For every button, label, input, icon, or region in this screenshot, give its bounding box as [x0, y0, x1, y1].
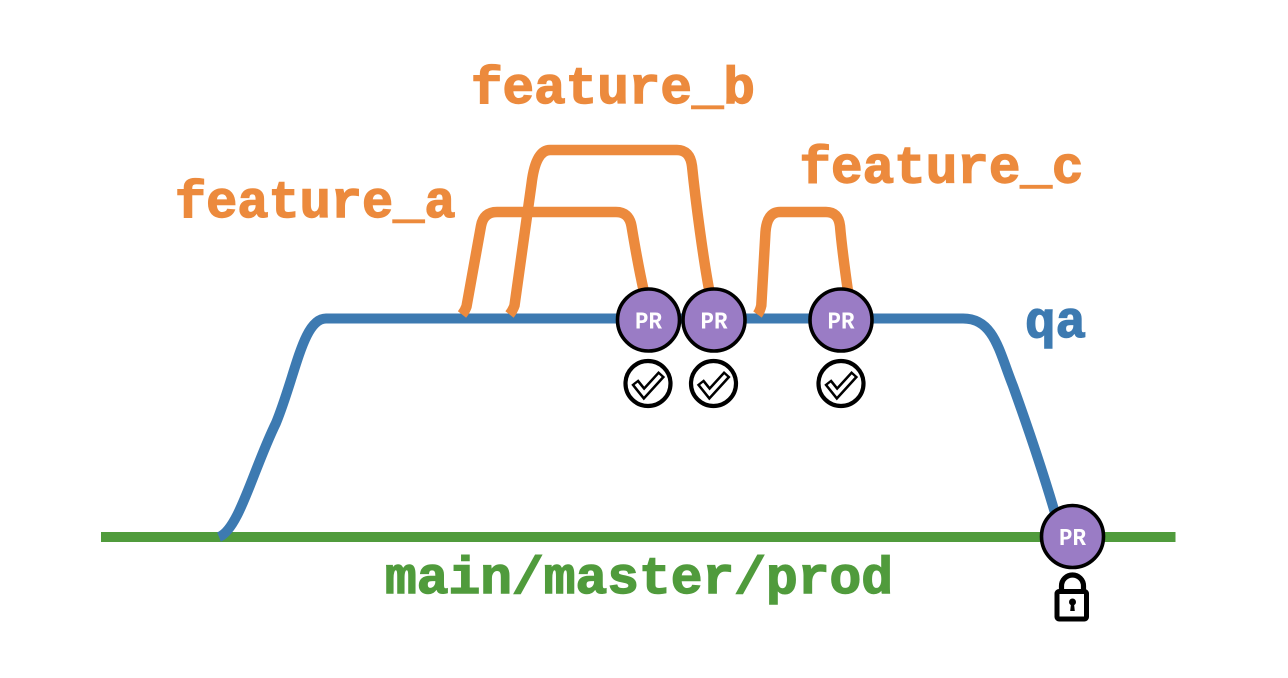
svg-text:PR: PR — [701, 310, 729, 337]
svg-text:feature_a: feature_a — [175, 174, 456, 233]
svg-text:PR: PR — [1059, 526, 1087, 553]
svg-text:feature_c: feature_c — [800, 139, 1084, 198]
svg-text:main/master/prod: main/master/prod — [385, 550, 893, 609]
svg-text:PR: PR — [828, 310, 856, 337]
svg-text:feature_b: feature_b — [471, 60, 755, 119]
svg-text:qa: qa — [1025, 294, 1086, 353]
svg-text:PR: PR — [635, 310, 663, 337]
